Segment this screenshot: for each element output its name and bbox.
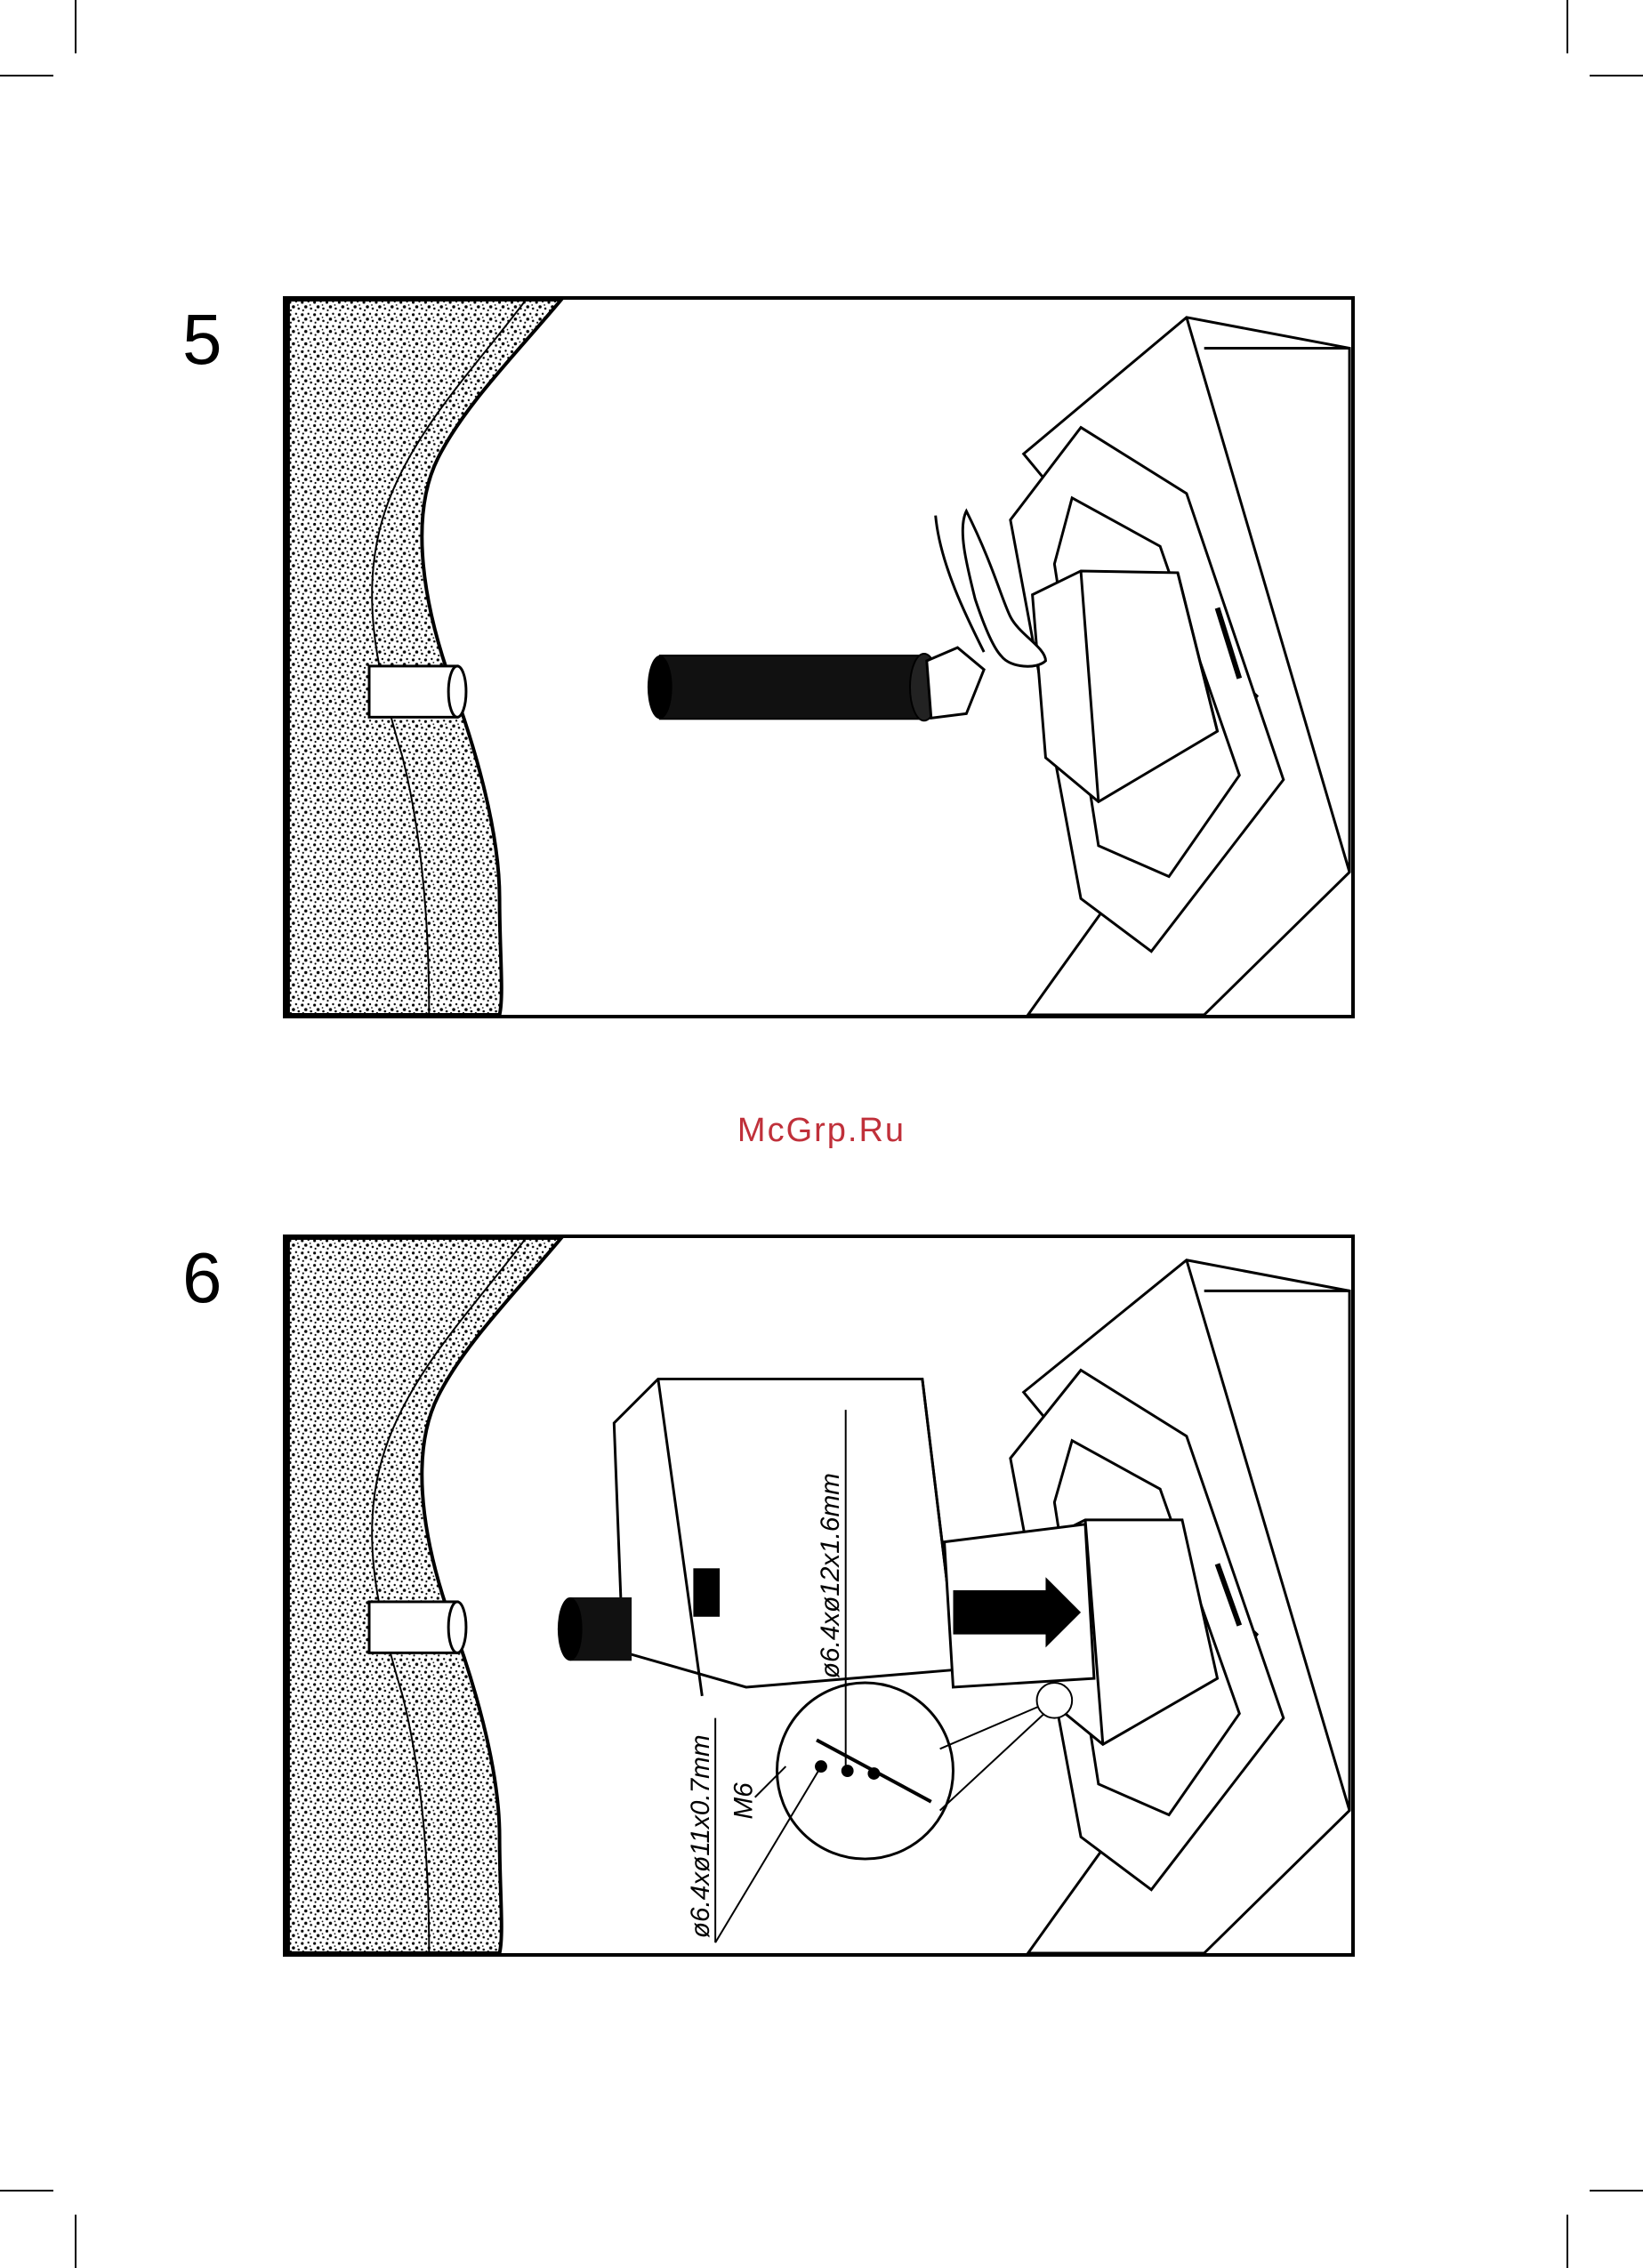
crop-mark-bottom-left-v: [75, 2215, 77, 2268]
wall-pipe-stub: [369, 666, 457, 717]
detail-magnifier: [777, 1683, 953, 1859]
crop-mark-bottom-right-v: [1566, 2215, 1568, 2268]
step-number-5: 5: [182, 304, 222, 375]
label-bolt: M6: [729, 1782, 759, 1820]
crop-mark-bottom-right-h: [1590, 2190, 1643, 2192]
crop-mark-top-right-v: [1566, 0, 1568, 53]
flexible-duct: [660, 655, 924, 719]
crop-mark-top-right-h: [1590, 75, 1643, 76]
crop-mark-bottom-left-h: [0, 2190, 53, 2192]
label-washer-large: ø6.4xø12x1.6mm: [816, 1473, 845, 1678]
crop-mark-top-left-v: [75, 0, 77, 53]
crop-mark-top-left-h: [0, 75, 53, 76]
figure-step-6: ø6.4xø12x1.6mm ø6.4xø11x0.7mm M6: [283, 1235, 1355, 1957]
label-washer-small: ø6.4xø11x0.7mm: [686, 1734, 715, 1938]
wall-pipe-stub: [369, 1602, 457, 1653]
watermark: McGrp.Ru: [0, 1112, 1643, 1150]
step-number-6: 6: [182, 1243, 222, 1314]
figure-step-5: [283, 296, 1355, 1018]
illustration-step-6: ø6.4xø12x1.6mm ø6.4xø11x0.7mm M6: [286, 1238, 1351, 1953]
illustration-step-5: [286, 300, 1351, 1015]
